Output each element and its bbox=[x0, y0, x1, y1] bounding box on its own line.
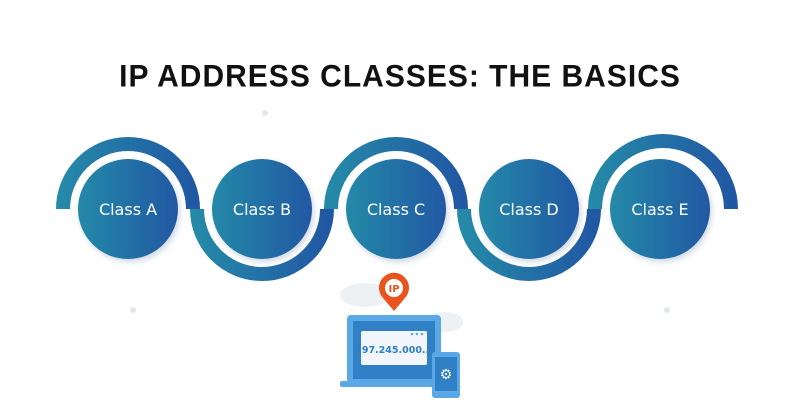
gear-icon: ⚙ bbox=[440, 367, 453, 383]
class-circle bbox=[78, 159, 178, 259]
arc-e bbox=[588, 134, 738, 210]
screen-text: 197.245.000... bbox=[355, 345, 433, 356]
class-node: Class D bbox=[479, 159, 579, 259]
arc-d bbox=[457, 208, 601, 281]
page-title: IP ADDRESS CLASSES: THE BASICS bbox=[119, 59, 681, 94]
cloud-icon bbox=[340, 283, 390, 307]
class-node: Class A bbox=[78, 159, 178, 259]
class-label: Class B bbox=[233, 200, 291, 219]
class-label: Class D bbox=[499, 200, 559, 219]
class-label: Class E bbox=[631, 200, 688, 219]
class-label: Class A bbox=[99, 200, 157, 219]
arc-c bbox=[324, 137, 468, 210]
class-circle bbox=[346, 159, 446, 259]
illustration: 197.245.000... ⚙ IP bbox=[340, 272, 463, 398]
class-node: Class C bbox=[346, 159, 446, 259]
class-node: Class B bbox=[212, 159, 312, 259]
class-label: Class C bbox=[367, 200, 425, 219]
class-circle bbox=[212, 159, 312, 259]
class-circle bbox=[610, 159, 710, 259]
arc-a bbox=[56, 137, 200, 210]
svg-text:IP: IP bbox=[388, 284, 399, 295]
class-node: Class E bbox=[610, 159, 710, 259]
arc-b bbox=[190, 208, 334, 281]
class-circle bbox=[479, 159, 579, 259]
